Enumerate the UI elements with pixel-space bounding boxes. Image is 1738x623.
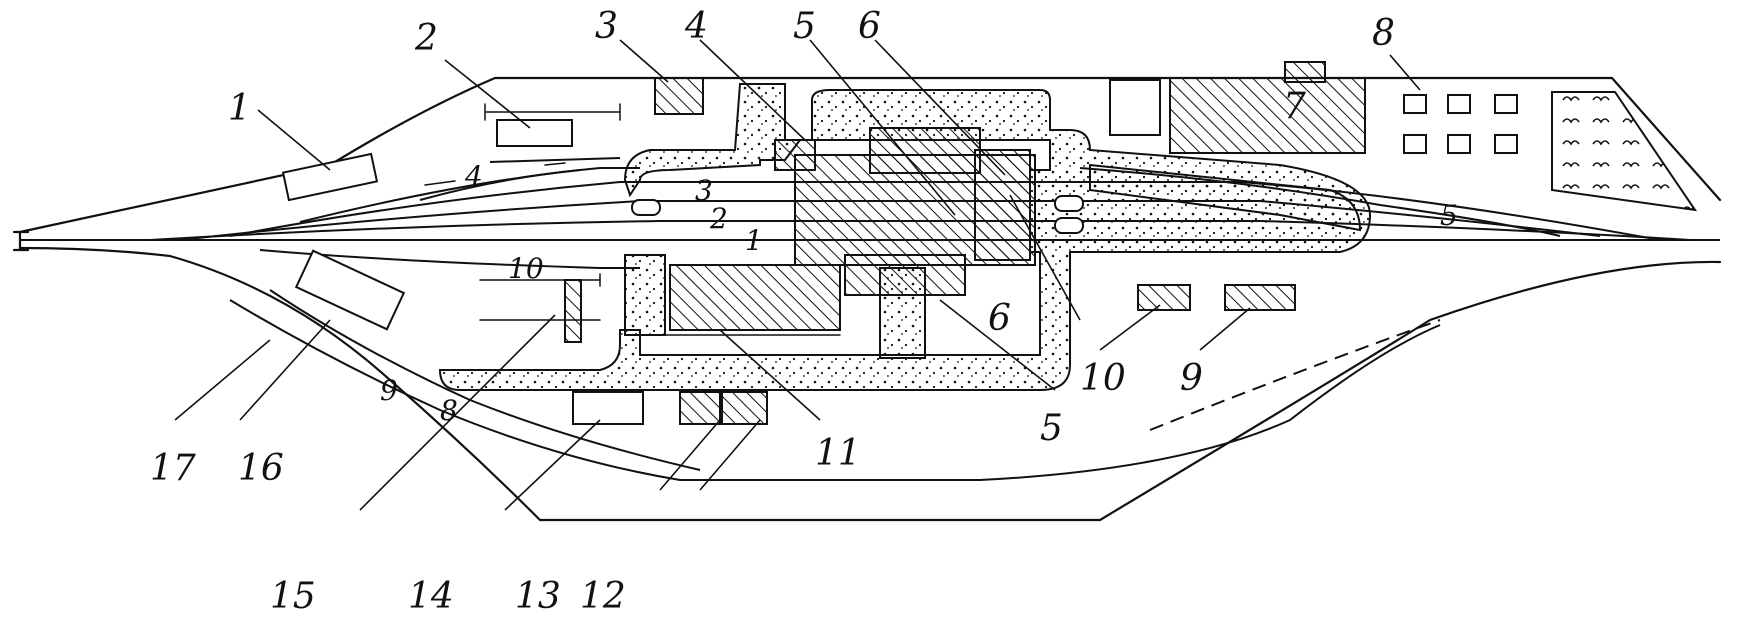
callout-17: 17 xyxy=(150,448,196,489)
building-7b xyxy=(1284,61,1326,83)
building-16 xyxy=(294,249,406,331)
site-boundary xyxy=(18,76,1722,522)
callout-labels: 1 2 3 4 5 6 7 8 9 10 11 12 13 14 15 16 1… xyxy=(150,6,1395,617)
callout-8: 8 xyxy=(1372,13,1395,54)
paved-areas xyxy=(438,83,1372,391)
track-2: 2 xyxy=(709,202,728,235)
building-10 xyxy=(1137,284,1191,311)
callout-6-right: 6 xyxy=(988,298,1011,339)
callout-9: 9 xyxy=(1180,358,1203,399)
building-13 xyxy=(679,391,721,425)
building-7-annex xyxy=(1109,79,1161,136)
buildings xyxy=(281,61,1698,425)
track-3: 3 xyxy=(695,174,713,207)
track-9: 9 xyxy=(380,374,398,407)
building-11 xyxy=(669,264,841,331)
building-3 xyxy=(654,77,704,115)
callout-15: 15 xyxy=(270,576,316,617)
leader-lines xyxy=(174,39,1421,511)
callout-6: 6 xyxy=(858,6,881,47)
track-labels: 1 2 3 4 5 10 8 9 xyxy=(380,160,1458,427)
callout-14: 14 xyxy=(408,576,454,617)
callout-1: 1 xyxy=(228,88,251,129)
main-building-right xyxy=(974,149,1031,261)
callout-4: 4 xyxy=(684,6,708,47)
main-building-bottom xyxy=(844,254,966,296)
callout-10: 10 xyxy=(1080,358,1126,399)
callout-5: 5 xyxy=(793,6,816,47)
building-14 xyxy=(572,391,644,425)
callout-5-right: 5 xyxy=(1040,408,1063,449)
small-structure-a xyxy=(631,199,661,216)
callout-12: 12 xyxy=(580,576,626,617)
track-1: 1 xyxy=(745,224,763,257)
callout-16: 16 xyxy=(238,448,284,489)
small-structure-c xyxy=(1054,217,1084,234)
small-structure-b xyxy=(1054,195,1084,212)
callout-2: 2 xyxy=(414,18,438,59)
building-15 xyxy=(564,279,582,343)
building-9 xyxy=(1224,284,1296,311)
track-10: 10 xyxy=(508,252,544,285)
track-8: 8 xyxy=(440,394,458,427)
callout-3: 3 xyxy=(595,6,618,47)
main-building-left xyxy=(774,139,816,171)
callout-11: 11 xyxy=(815,433,861,474)
park-area xyxy=(1551,91,1698,212)
building-7 xyxy=(1169,77,1366,154)
building-1 xyxy=(281,152,379,202)
callout-13: 13 xyxy=(515,576,561,617)
building-12 xyxy=(721,391,768,425)
callout-7: 7 xyxy=(1283,86,1306,127)
main-building-top xyxy=(869,127,981,174)
track-5: 5 xyxy=(1440,199,1458,232)
building-2 xyxy=(496,119,573,147)
track-4: 4 xyxy=(464,160,483,193)
